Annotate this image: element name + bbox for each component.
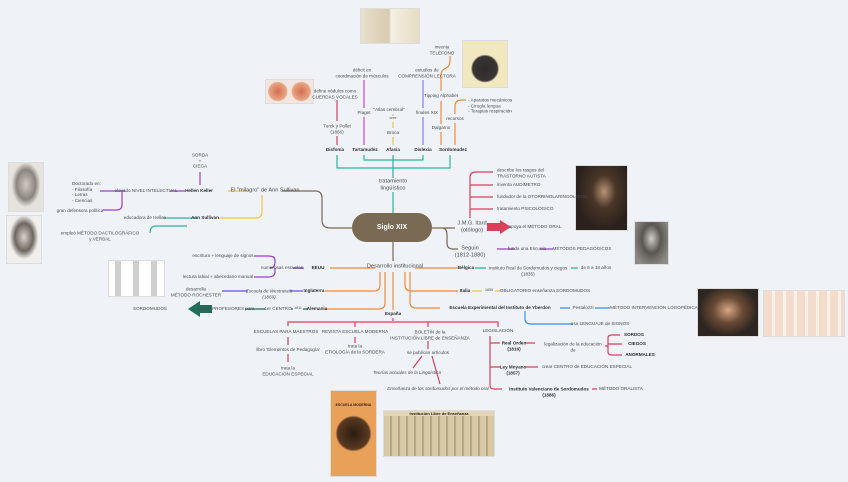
legalizacion-node[interactable]: legalización de la educación de [544, 341, 602, 352]
nivel-intelectual-node[interactable]: elevado NIVEL INTELECTUAL [114, 188, 178, 194]
ann-sullivan-photo [6, 215, 42, 264]
year-1811-label: 1811 [294, 306, 302, 311]
teorias-linguistica-node[interactable]: Teorías actuales de la Lingüística [372, 370, 442, 376]
sordomudez-node[interactable]: Sordomudez [439, 147, 467, 153]
escuela-moderna-magazine-image: ESCUELA MODERNA [330, 390, 377, 477]
cree-label: cree [389, 116, 397, 121]
disfonia-node[interactable]: Disfonía [325, 147, 345, 153]
westnewitt-node[interactable]: Escuela de Westnewitt (1869) [245, 288, 293, 299]
metodo-oralista-node[interactable]: MÉTODO ORALISTA [599, 386, 643, 392]
alemania-node[interactable]: Alemania [306, 306, 328, 312]
obligatorio-node[interactable]: OBLIGATORIO enseñanza SORDOMUDOS [499, 288, 591, 294]
crear-centro-node[interactable]: crear CENTRO de EDUCACIÓN ESPECIAL [541, 364, 633, 370]
itard-item-otorrino[interactable]: fundador de la OTORRINOLARINGOLOGÍA [497, 194, 588, 200]
sordomudos-node[interactable]: SORDOMUDOS [133, 306, 167, 312]
ann-sullivan-node[interactable]: Ann Sullivan [191, 215, 219, 221]
dalgarno-node[interactable]: Dalgarno [431, 125, 451, 131]
revista-escuela-moderna-node[interactable]: REVISTA ESCUELA MODERNA [321, 329, 389, 335]
italia-node[interactable]: Italia [459, 288, 471, 294]
yberdon-node[interactable]: Escuela Experimental del Instituto de Yb… [449, 305, 551, 311]
educadora-node[interactable]: educadora de Hellen [123, 215, 167, 221]
magazine-title: ESCUELA MODERNA [335, 403, 372, 407]
real-orden-node[interactable]: Real Orden (1816) [501, 340, 527, 351]
seguin-portrait [634, 221, 669, 265]
itard-portrait [575, 165, 628, 231]
ciegos-node[interactable]: CIEGOS [628, 341, 646, 347]
sign-language-image [108, 260, 165, 297]
brain-illustration-image [360, 8, 420, 44]
helen-keller-photo [8, 162, 44, 212]
cuerdas-vocales-node[interactable]: define nódulos como CUERDAS VOCALES [312, 88, 358, 99]
institucion-libre-building-image: Institución Libre de Enseñanza [383, 410, 495, 457]
numerosas-escuelas-node[interactable]: numerosas escuelas [260, 265, 304, 271]
metodos-pedagogicos-node[interactable]: MÉTODOS PEDAGÓGICOS [552, 246, 612, 252]
tratamiento-linguistico-node[interactable]: tratamiento lingüístico [379, 178, 407, 191]
articulos-node[interactable]: se publican artículos [407, 350, 449, 356]
hellen-keller-node[interactable]: Hellen Keller [185, 188, 213, 194]
central-node[interactable]: Siglo XIX [352, 213, 432, 242]
building-caption: Institución Libre de Enseñanza [384, 411, 494, 416]
sordos-node[interactable]: SORDOS [624, 332, 644, 338]
vocal-cords-image [265, 79, 314, 104]
itard-item-psicologico[interactable]: tratamiento PSICOLÓGICO [497, 206, 554, 212]
instituto-valenciano-node[interactable]: Instituto Valenciano de Sordomudos (1886… [509, 386, 589, 397]
recursos-node[interactable]: recursos [446, 116, 464, 122]
defensora-node[interactable]: gran defensora política [56, 208, 104, 214]
anormales-node[interactable]: ANORMALES [625, 352, 655, 358]
escuelas-maestros-node[interactable]: ESCUELAS PARA MAESTROS [253, 329, 319, 335]
big-arrow-shape [188, 301, 212, 317]
ensenanza-oral-node[interactable]: Enseñanza de los sordomudos por el métod… [387, 386, 489, 392]
escritura-signos-node[interactable]: escritura + lenguaje de signos [192, 253, 254, 259]
metodo-oral-node[interactable]: apoya el MÉTODO ORAL [508, 224, 562, 230]
boletin-node[interactable]: BOLETÍN de la INSTITUCIÓN LIBRE de ENSEÑ… [390, 329, 470, 340]
legislacion-node[interactable]: LEGISLACIÓN [482, 328, 514, 334]
espana-node[interactable]: España [384, 311, 402, 317]
rochester-node[interactable]: desarrolla MÉTODO ROCHESTER [170, 286, 222, 297]
intervencion-logopedica-node[interactable]: MÉTODO INTERVENCIÓN LOGOPÉDICA [610, 305, 698, 311]
edad-node[interactable]: de 6 a 18 años [580, 265, 612, 271]
tipping-alphabet-node[interactable]: Tipping Alphabet [423, 93, 459, 99]
educacion-especial-node[interactable]: trata la EDUCACIÓN ESPECIAL [262, 365, 314, 376]
itard-node[interactable]: J.M.G. Itard (otólogo) [457, 220, 487, 233]
eeuu-node[interactable]: EEUU [311, 265, 325, 271]
dislexia-node[interactable]: Dislexia [414, 147, 432, 153]
pestalozzi-portrait [697, 288, 759, 337]
turck-node[interactable]: Turck y Pollet (1866) [323, 123, 351, 134]
primer-centro-node[interactable]: 1er CENTRO [264, 306, 292, 312]
etiologia-sordera-node[interactable]: trata la ETIOLOGÍA de la SORDERA [325, 343, 385, 354]
afasia-node[interactable]: Afasia [386, 147, 400, 153]
finales-xix-node[interactable]: finales XIX [416, 110, 438, 116]
desarrollo-institucional-node[interactable]: Desarrollo institucional [366, 263, 424, 270]
ley-moyano-node[interactable]: Ley Moyano (1857) [499, 364, 527, 375]
doctorado-node[interactable]: Doctorado en: - Filosofía - Letras - Cie… [72, 180, 101, 203]
telefono-node[interactable]: inventa TELÉFONO [429, 44, 455, 55]
seguin-node[interactable]: Seguin (1812-1880) [454, 245, 486, 258]
deficit-node[interactable]: déficit en coordinación de músculos [335, 67, 389, 78]
inglaterra-node[interactable]: Inglaterra [303, 288, 325, 294]
telephone-image [462, 40, 508, 88]
recursos-list-node[interactable]: - Aparatos mecánicos - Cirugía lengua - … [468, 97, 513, 114]
lectura-labial-node[interactable]: lectura labial + abecedario manual [182, 274, 254, 280]
formar-profesores-node[interactable]: formar PROFESORES para [197, 306, 255, 312]
pestalozzi-node[interactable]: Pestalozzi [572, 305, 594, 311]
manual-alphabet-image [763, 290, 845, 337]
belgica-node[interactable]: Bélgica [457, 265, 475, 271]
itard-item-autista[interactable]: describe los rasgos del TRASTORNO AUTIST… [497, 167, 546, 178]
comprension-lectora-node[interactable]: estudios de COMPRENSIÓN LECTORA [398, 67, 456, 78]
instituto-real-node[interactable]: Instituto Real de Sordomudos y ciegos (1… [488, 265, 568, 276]
arrow-shape [487, 220, 511, 234]
metodo-dactilografico-node[interactable]: empleó MÉTODO DACTILOGRÁFICO y VERBAL [60, 230, 140, 241]
itard-item-audimetro[interactable]: inventa AUDÍMETRO [497, 182, 541, 188]
year-1855-label: 1855 [485, 288, 493, 293]
atlas-cerebral-node[interactable]: "Atlas cerebral" [373, 107, 405, 113]
ann-sullivan-milagro-node[interactable]: El "milagro" de Ann Sullivan [230, 187, 300, 194]
funda-escuela-node[interactable]: funda una Escuela [507, 246, 547, 252]
sorda-ciega-node[interactable]: SORDA + CIEGA [191, 152, 209, 169]
lenguaje-signos-node[interactable]: usa LENGUAJE de SIGNOS [570, 321, 630, 327]
broca-node[interactable]: Broca [386, 130, 400, 136]
elementos-pedagogia-node[interactable]: libro 'Elementos de Pedagogía' [256, 347, 320, 353]
tartamudez-node[interactable]: Tartamudez [352, 147, 378, 153]
piaget-node[interactable]: Piaget [357, 110, 371, 116]
